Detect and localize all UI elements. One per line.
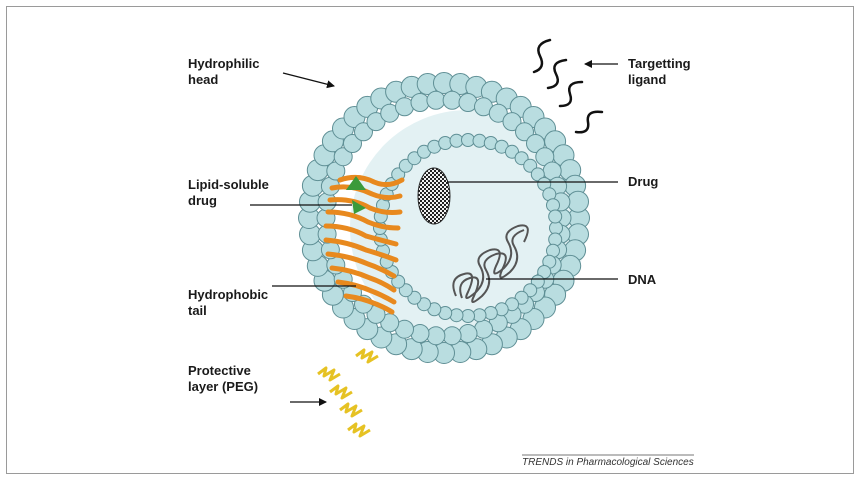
label-dna: DNA [628,272,656,288]
peg-layer [318,350,378,436]
figure-credit: TRENDS in Pharmacological Sciences [522,457,694,468]
inner-lipid-head [473,134,486,147]
drug-particle [418,168,450,224]
inner-lipid-head [549,210,562,223]
inner-lipid-head [450,309,463,322]
outer-lipid-head [568,191,589,212]
label-hydrophobic-tail: Hydrophobic tail [188,287,268,319]
label-targetting-ligand: Targetting ligand [628,56,691,88]
inner-lipid-head [547,199,560,212]
inner-lipid-head [549,233,562,246]
hydrophilic-head-arrow [283,73,334,86]
outer-lipid-head [427,91,445,109]
label-protective-layer: Protective layer (PEG) [188,363,258,395]
outer-lipid-head [411,94,429,112]
outer-lipid-head [459,325,477,343]
outer-lipid-head [427,327,445,345]
outer-lipid-head [443,91,461,109]
label-drug: Drug [628,174,658,190]
inner-lipid-head [439,137,452,150]
inner-lipid-head [484,307,497,320]
label-lipid-soluble-drug: Lipid-soluble drug [188,177,269,209]
label-hydrophilic-head: Hydrophilic head [188,56,260,88]
outer-lipid-head [443,327,461,345]
